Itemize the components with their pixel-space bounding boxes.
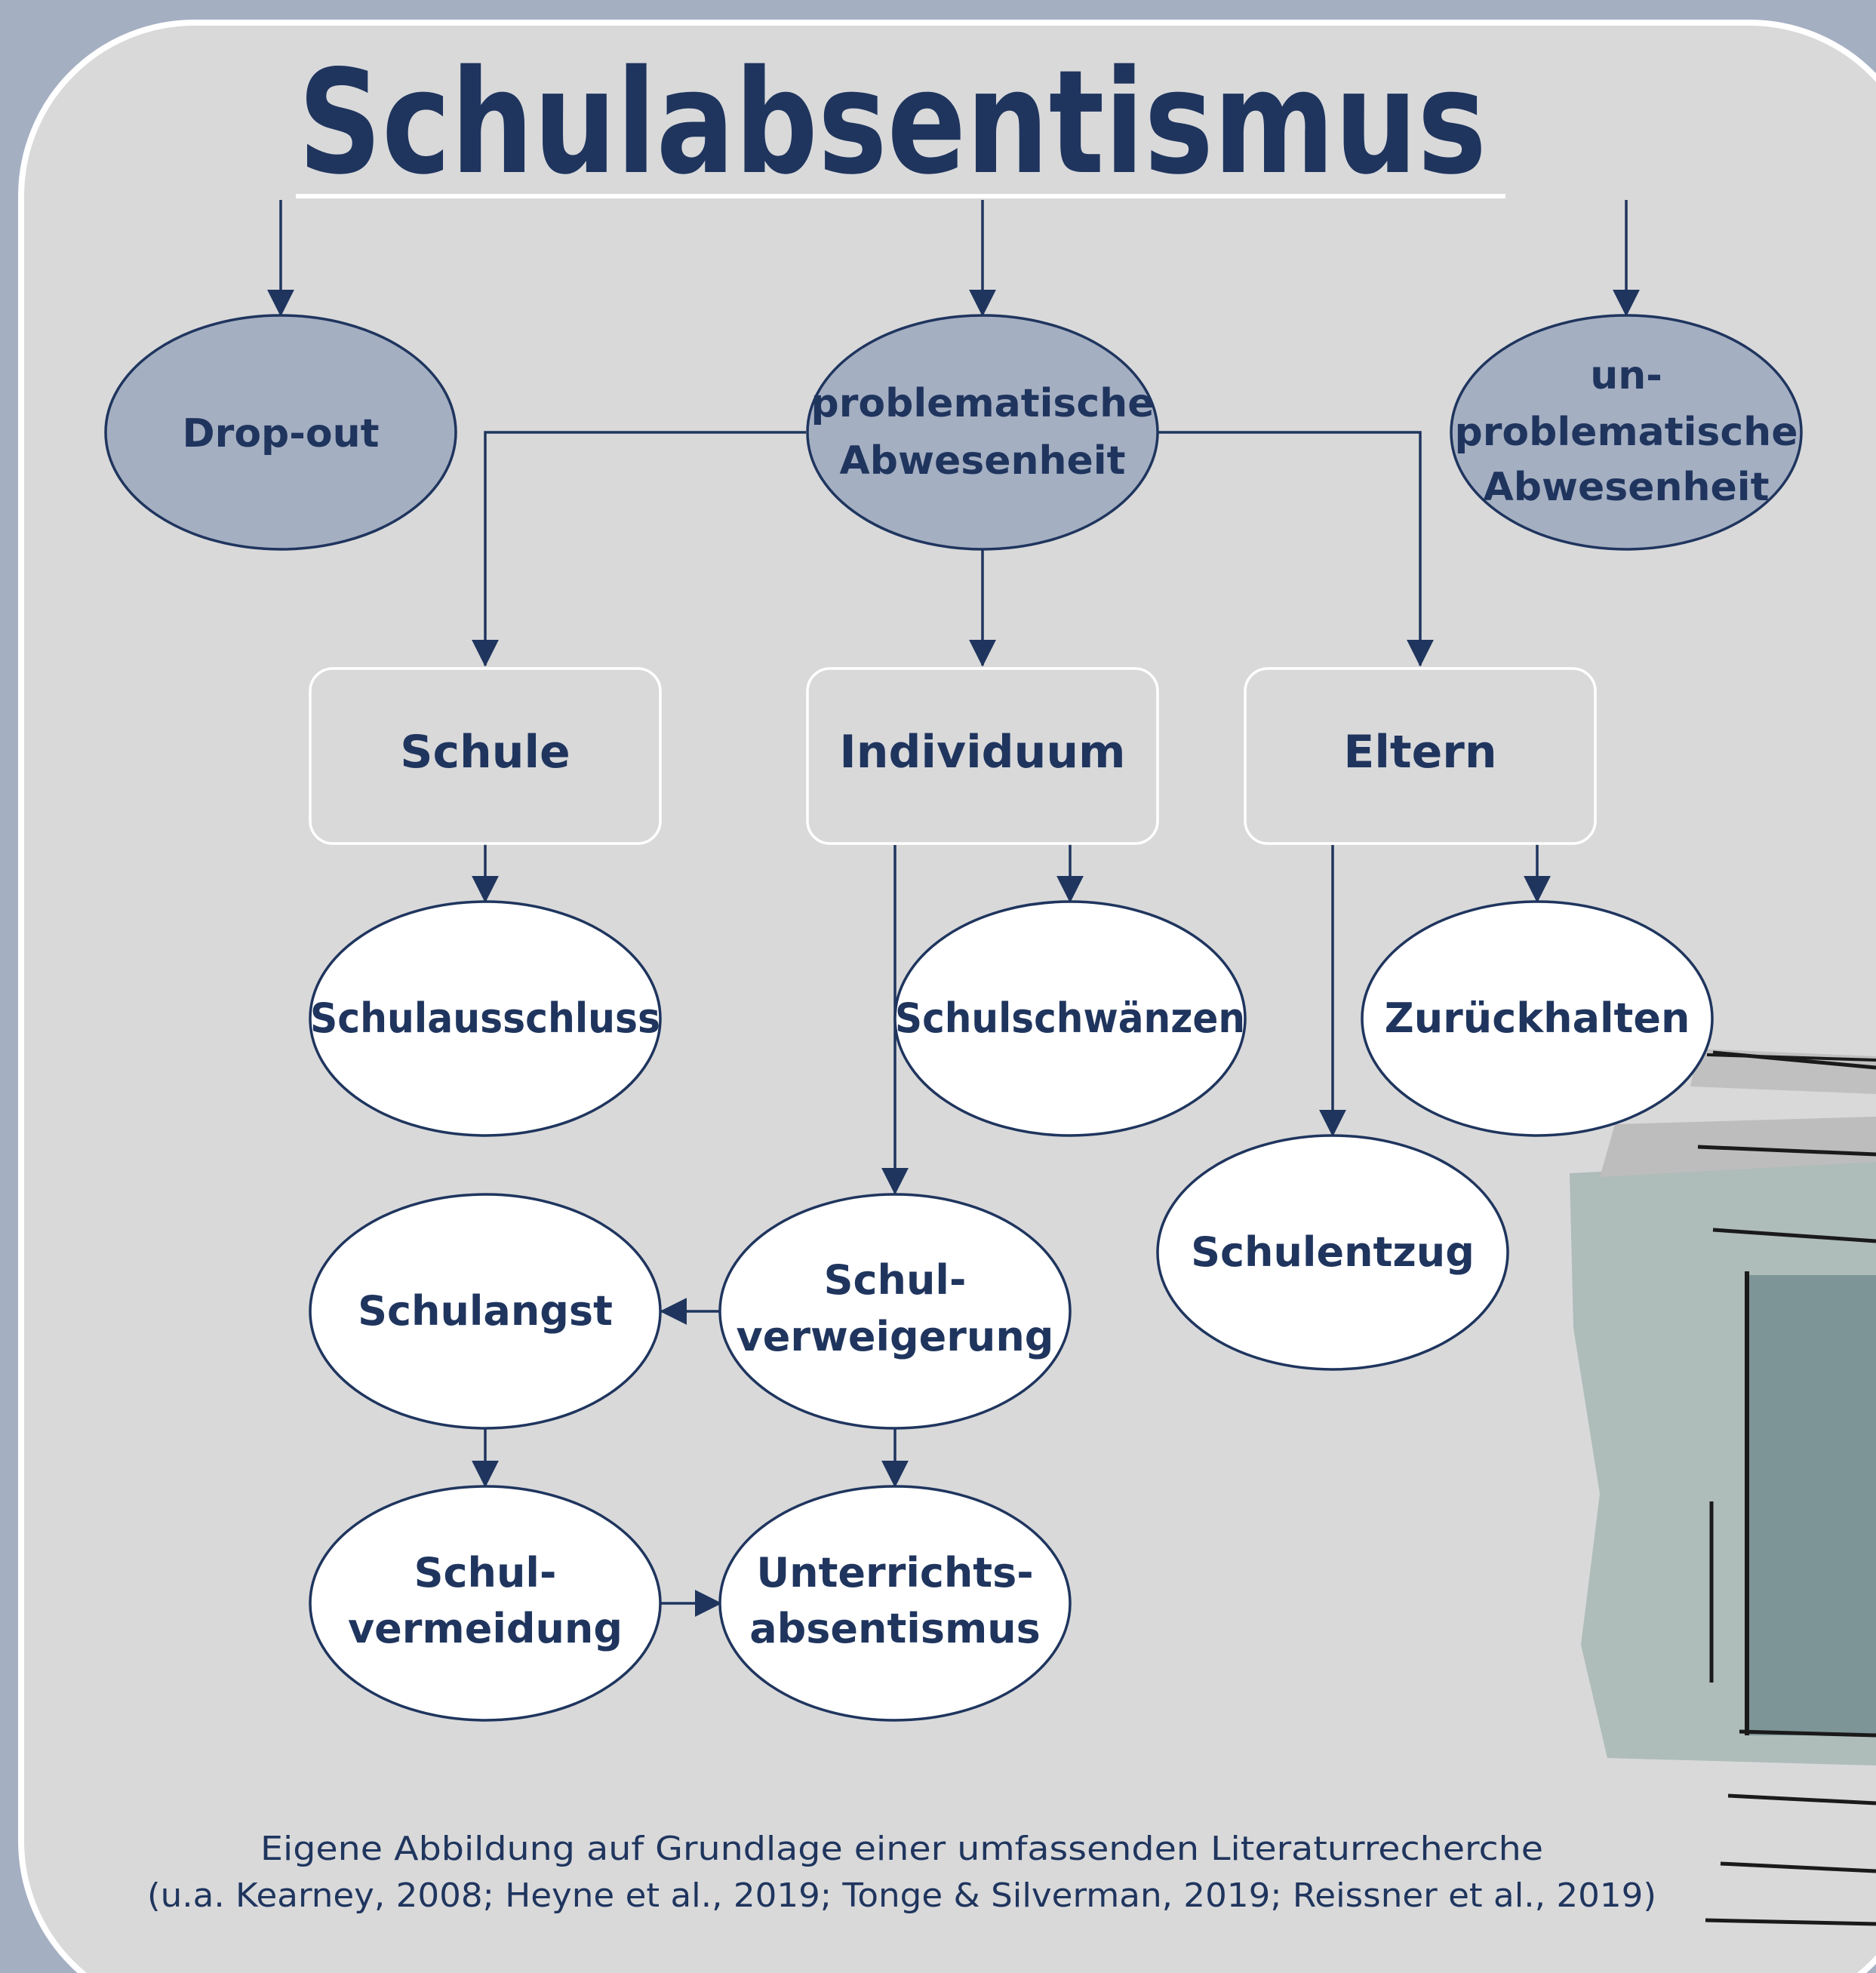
box-schule: Schule [309, 667, 662, 845]
node-schulvermeidung-line2: vermeidung [348, 1605, 623, 1652]
node-schulentzug: Schulentzug [1156, 1134, 1509, 1371]
node-problematische-abwesenheit-line1: problematische [811, 381, 1155, 426]
node-dropout: Drop-out [104, 314, 457, 551]
node-schulausschluss-label: Schulausschluss [310, 994, 660, 1042]
box-individuum: Individuum [806, 667, 1159, 845]
node-unproblematische-abwesenheit-line3: Abwesenheit [1484, 465, 1770, 510]
node-unproblematische-abwesenheit-line2: problematische [1455, 410, 1798, 455]
node-unproblematische-abwesenheit: un- problematische Abwesenheit [1450, 314, 1803, 551]
box-individuum-label: Individuum [839, 726, 1125, 779]
caption-line1: Eigene Abbildung auf Grundlage einer umf… [260, 1830, 1543, 1868]
node-schulverweigerung-line1: Schul- [824, 1256, 967, 1304]
node-zurueckhalten-label: Zurückhalten [1385, 994, 1690, 1042]
node-schulschwaenzen-label: Schulschwänzen [895, 994, 1245, 1042]
node-unterrichtsabsentismus-line1: Unterrichts- [756, 1549, 1033, 1597]
node-schulentzug-label: Schulentzug [1191, 1228, 1475, 1276]
box-eltern: Eltern [1244, 667, 1597, 845]
node-schulausschluss: Schulausschluss [309, 900, 662, 1137]
node-unproblematische-abwesenheit-line1: un- [1590, 353, 1662, 398]
node-unterrichtsabsentismus: Unterrichts- absentismus [718, 1485, 1072, 1722]
node-schulangst: Schulangst [309, 1193, 662, 1430]
node-schulangst-label: Schulangst [358, 1287, 613, 1335]
caption-line2: (u.a. Kearney, 2008; Heyne et al., 2019;… [147, 1876, 1656, 1915]
node-unterrichtsabsentismus-line2: absentismus [749, 1605, 1041, 1652]
box-eltern-label: Eltern [1343, 726, 1496, 779]
connectors [267, 200, 1640, 1617]
node-schulvermeidung: Schul- vermeidung [309, 1485, 662, 1722]
page-title: Schulabsentismus [298, 39, 1487, 206]
node-zurueckhalten: Zurückhalten [1361, 900, 1714, 1137]
node-schulvermeidung-line1: Schul- [414, 1549, 557, 1597]
node-problematische-abwesenheit-line2: Abwesenheit [840, 438, 1126, 484]
window-sketch-decoration [1570, 1049, 1876, 1926]
node-problematische-abwesenheit: problematische Abwesenheit [806, 314, 1159, 551]
node-schulverweigerung: Schul- verweigerung [718, 1193, 1072, 1430]
node-schulverweigerung-line2: verweigerung [737, 1313, 1054, 1360]
node-schulschwaenzen: Schulschwänzen [893, 900, 1247, 1137]
box-schule-label: Schule [400, 726, 570, 779]
node-dropout-label: Drop-out [183, 411, 380, 456]
